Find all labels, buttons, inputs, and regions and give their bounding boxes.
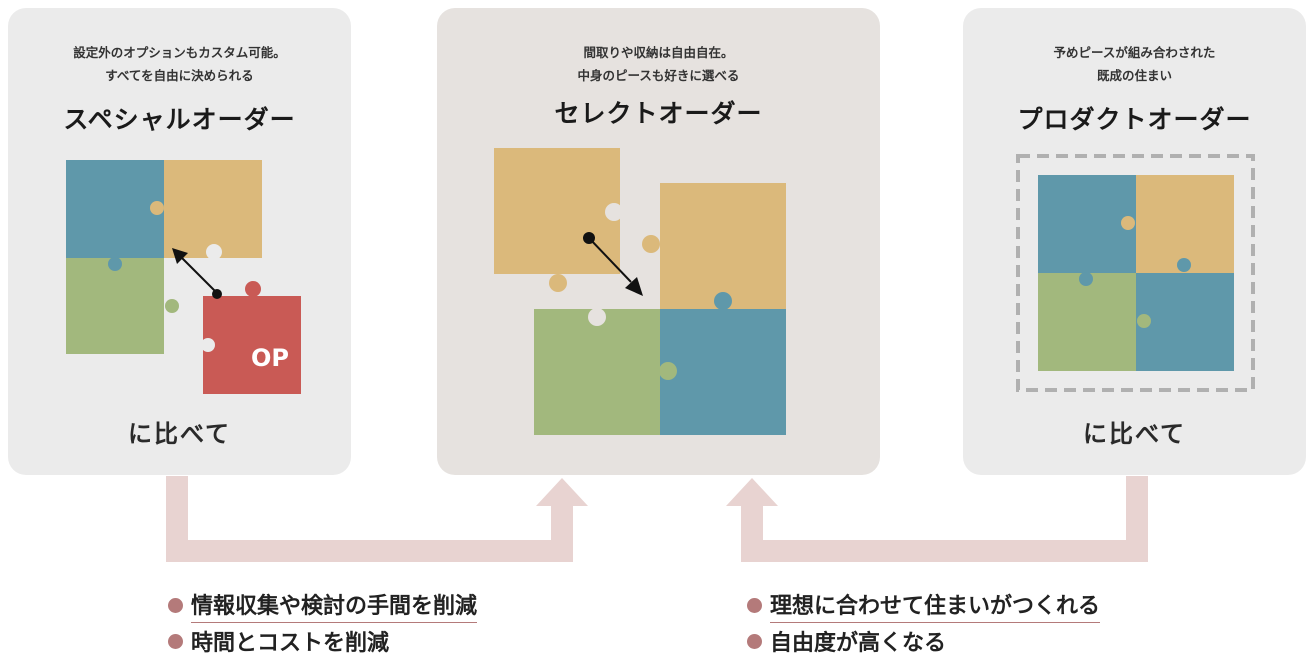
benefit-item: 情報収集や検討の手間を削減 [168, 587, 478, 623]
dashed-frame [1016, 154, 1255, 392]
puzzle-knob [150, 201, 164, 215]
desc-line: 設定外のオプションもカスタム可能。 [73, 45, 286, 60]
puzzle-piece-teal [1136, 273, 1234, 371]
special-order-card: 設定外のオプションもカスタム可能。 すべてを自由に決められる スペシャルオーダー… [8, 8, 351, 475]
puzzle-piece-green [1038, 273, 1136, 371]
desc-line: 間取りや収納は自由自在。 [583, 45, 734, 60]
benefit-item: 時間とコストを削減 [168, 623, 477, 659]
puzzle-piece-green [66, 258, 164, 354]
puzzle-knob [1137, 314, 1151, 328]
puzzle-knob [108, 257, 122, 271]
benefit-text: 情報収集や検討の手間を削減 [191, 588, 478, 623]
benefit-text: 時間とコストを削減 [191, 631, 390, 656]
puzzle-knob [549, 274, 567, 292]
swap-arrow-dot [212, 289, 222, 299]
benefit-item: 理想に合わせて住まいがつくれる [747, 587, 1101, 623]
special-order-compare-label: に比べて [127, 420, 232, 448]
benefit-text: 自由度が高くなる [770, 631, 947, 656]
swap-arrow-head [172, 248, 188, 264]
bullet-dot [168, 633, 183, 649]
puzzle-piece-teal [66, 160, 164, 258]
special-order-title: スペシャルオーダー [63, 105, 296, 134]
puzzle-knob [1079, 272, 1093, 286]
product-order-compare-label: に比べて [1082, 420, 1187, 448]
puzzle-knob [1177, 258, 1191, 272]
puzzle-piece-mustard-loose [494, 148, 620, 274]
product-order-title: プロダクトオーダー [1017, 105, 1252, 134]
puzzle-knob [714, 292, 732, 310]
special-vs-select-benefits: 情報収集や検討の手間を削減 時間とコストを削減 [168, 587, 478, 659]
desc-line: 予めピースが組み合わされた [1053, 45, 1216, 60]
benefit-item: 自由度が高くなる [747, 623, 1100, 659]
desc-line: 既成の住まい [1096, 68, 1172, 83]
puzzle-knob [642, 235, 660, 253]
desc-line: 中身のピースも好きに選べる [577, 68, 740, 83]
product-order-puzzle [1016, 154, 1255, 392]
puzzle-knob [245, 281, 261, 297]
puzzle-knob [659, 362, 677, 380]
bullet-dot [747, 633, 762, 649]
puzzle-notch [588, 308, 606, 326]
puzzle-piece-option [203, 296, 301, 394]
product-vs-select-benefits: 理想に合わせて住まいがつくれる 自由度が高くなる [747, 587, 1101, 659]
special-order-puzzle: OP [66, 160, 301, 394]
desc-line: すべてを自由に決められる [105, 68, 254, 83]
puzzle-piece-teal [660, 309, 786, 435]
puzzle-notch [605, 203, 623, 221]
bullet-dot [168, 597, 183, 613]
puzzle-piece-mustard [660, 183, 786, 309]
select-order-title: セレクトオーダー [554, 99, 763, 128]
option-badge-label: OP [251, 344, 289, 372]
product-order-card: 予めピースが組み合わされた 既成の住まい プロダクトオーダー に比べて [963, 8, 1306, 475]
puzzle-piece-mustard [164, 160, 262, 258]
select-order-puzzle [494, 148, 786, 435]
puzzle-piece-mustard [1136, 175, 1234, 273]
flow-arrow-right-to-middle [726, 476, 1148, 562]
product-order-description: 予めピースが組み合わされた 既成の住まい [963, 41, 1306, 87]
puzzle-knob [1121, 216, 1135, 230]
select-order-description: 間取りや収納は自由自在。 中身のピースも好きに選べる [437, 41, 880, 87]
bullet-dot [747, 597, 762, 613]
move-arrow-line [588, 237, 632, 283]
swap-arrow-line [181, 257, 217, 293]
puzzle-knob [165, 299, 179, 313]
puzzle-piece-teal [1038, 175, 1136, 273]
puzzle-notch [206, 244, 222, 260]
flow-arrow-left-to-middle [166, 476, 588, 562]
special-order-description: 設定外のオプションもカスタム可能。 すべてを自由に決められる [8, 41, 351, 87]
puzzle-notch [201, 338, 215, 352]
puzzle-piece-green [534, 309, 660, 435]
benefit-text: 理想に合わせて住まいがつくれる [770, 588, 1101, 623]
select-order-card: 間取りや収納は自由自在。 中身のピースも好きに選べる セレクトオーダー [437, 8, 880, 475]
move-arrow-head [625, 277, 643, 296]
